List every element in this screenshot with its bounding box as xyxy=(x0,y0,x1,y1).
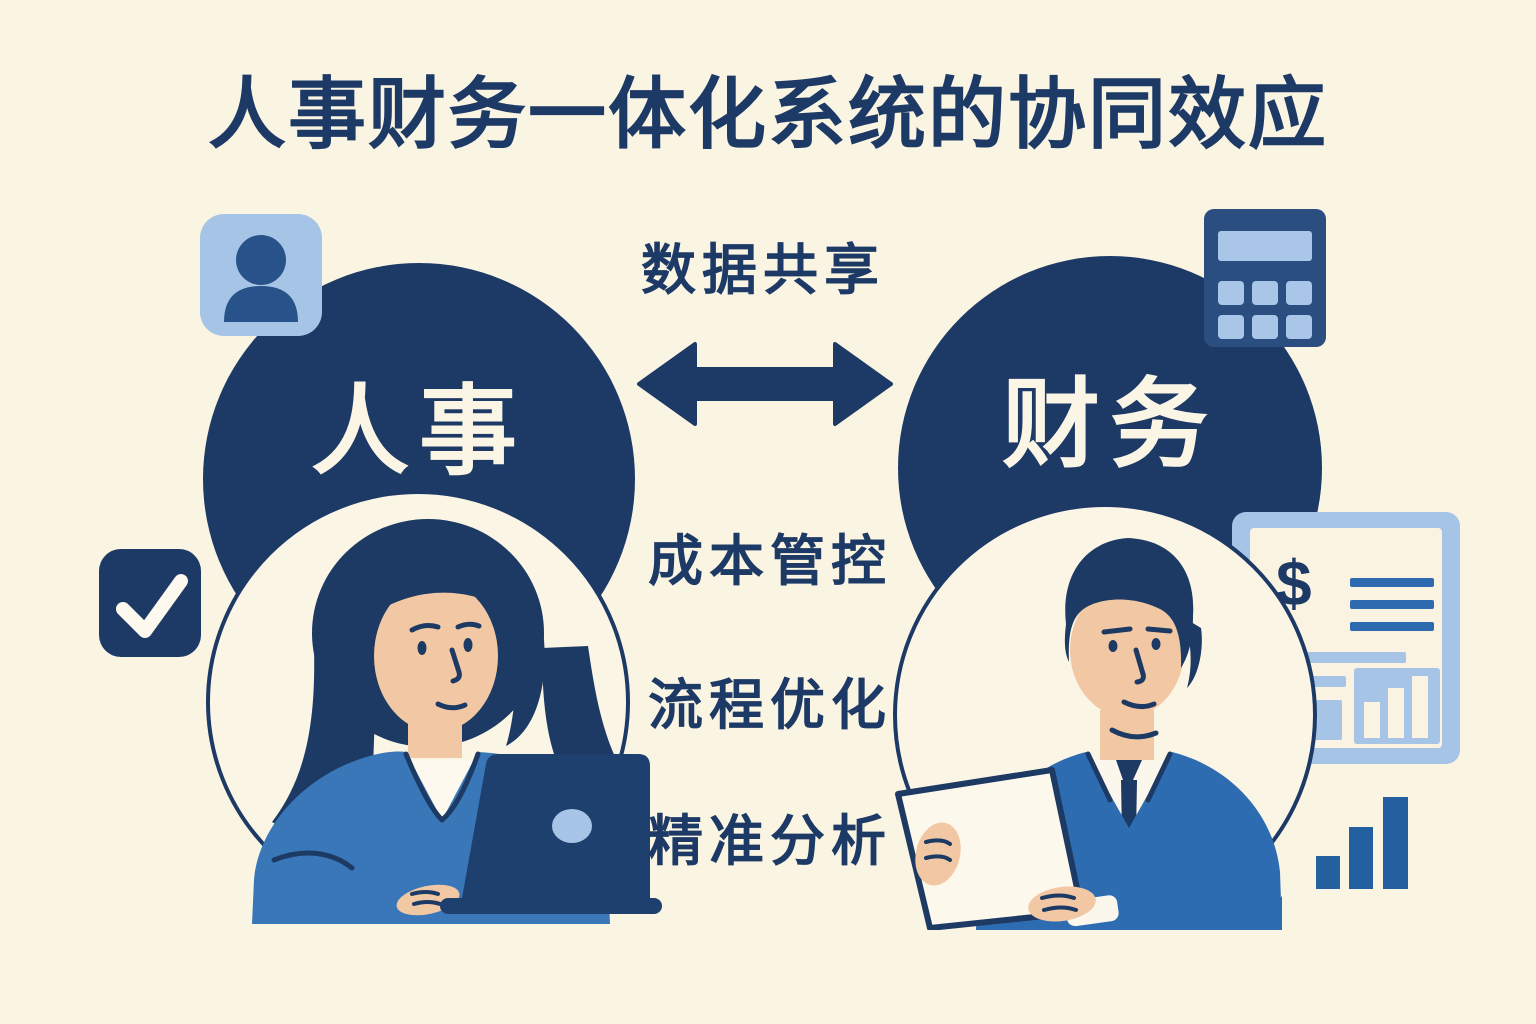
document-text-line xyxy=(1350,578,1434,587)
benefit-label-cost-control: 成本管控 xyxy=(647,530,892,592)
page-title: 人事财务一体化系统的协同效应 xyxy=(207,70,1328,158)
document-text-line xyxy=(1350,622,1434,631)
benefit-label-precise-analysis: 精准分析 xyxy=(647,810,892,872)
woman-neck xyxy=(408,710,462,758)
laptop-base xyxy=(440,898,662,914)
calculator-icon xyxy=(1204,209,1326,347)
suit-lapels xyxy=(1085,751,1173,803)
mini-chart-bar xyxy=(1364,702,1380,738)
data-sharing-label: 数据共享 xyxy=(640,239,885,301)
document-text-line xyxy=(1350,600,1434,609)
man-face xyxy=(1070,583,1184,717)
laptop-logo xyxy=(552,809,592,843)
person-icon xyxy=(224,235,298,322)
woman-fringe xyxy=(370,570,545,746)
bidirectional-arrow-icon xyxy=(637,342,893,426)
woman-face xyxy=(374,580,498,732)
hr-circle-label: 人事 xyxy=(310,376,528,486)
jacket-lapels xyxy=(271,751,481,871)
checkmark-icon xyxy=(99,549,201,657)
man-left-hand xyxy=(915,822,961,886)
person-badge-icon xyxy=(200,214,322,336)
mini-chart-bar xyxy=(1412,676,1428,738)
calculator-display xyxy=(1218,231,1312,261)
man-hair xyxy=(1064,538,1202,688)
benefit-label-process-optimization: 流程优化 xyxy=(647,674,892,736)
finance-circle-label: 财务 xyxy=(1001,369,1219,479)
bar-chart-icon xyxy=(1316,797,1408,889)
man-face-features xyxy=(1101,626,1173,740)
hr-worker-illustration xyxy=(252,519,662,924)
finance-manager-illustration xyxy=(895,538,1282,930)
mini-chart-bar xyxy=(1388,688,1404,738)
document-stripe xyxy=(1278,652,1406,663)
document-mini-chart xyxy=(1354,668,1440,744)
woman-face-features xyxy=(409,621,482,711)
